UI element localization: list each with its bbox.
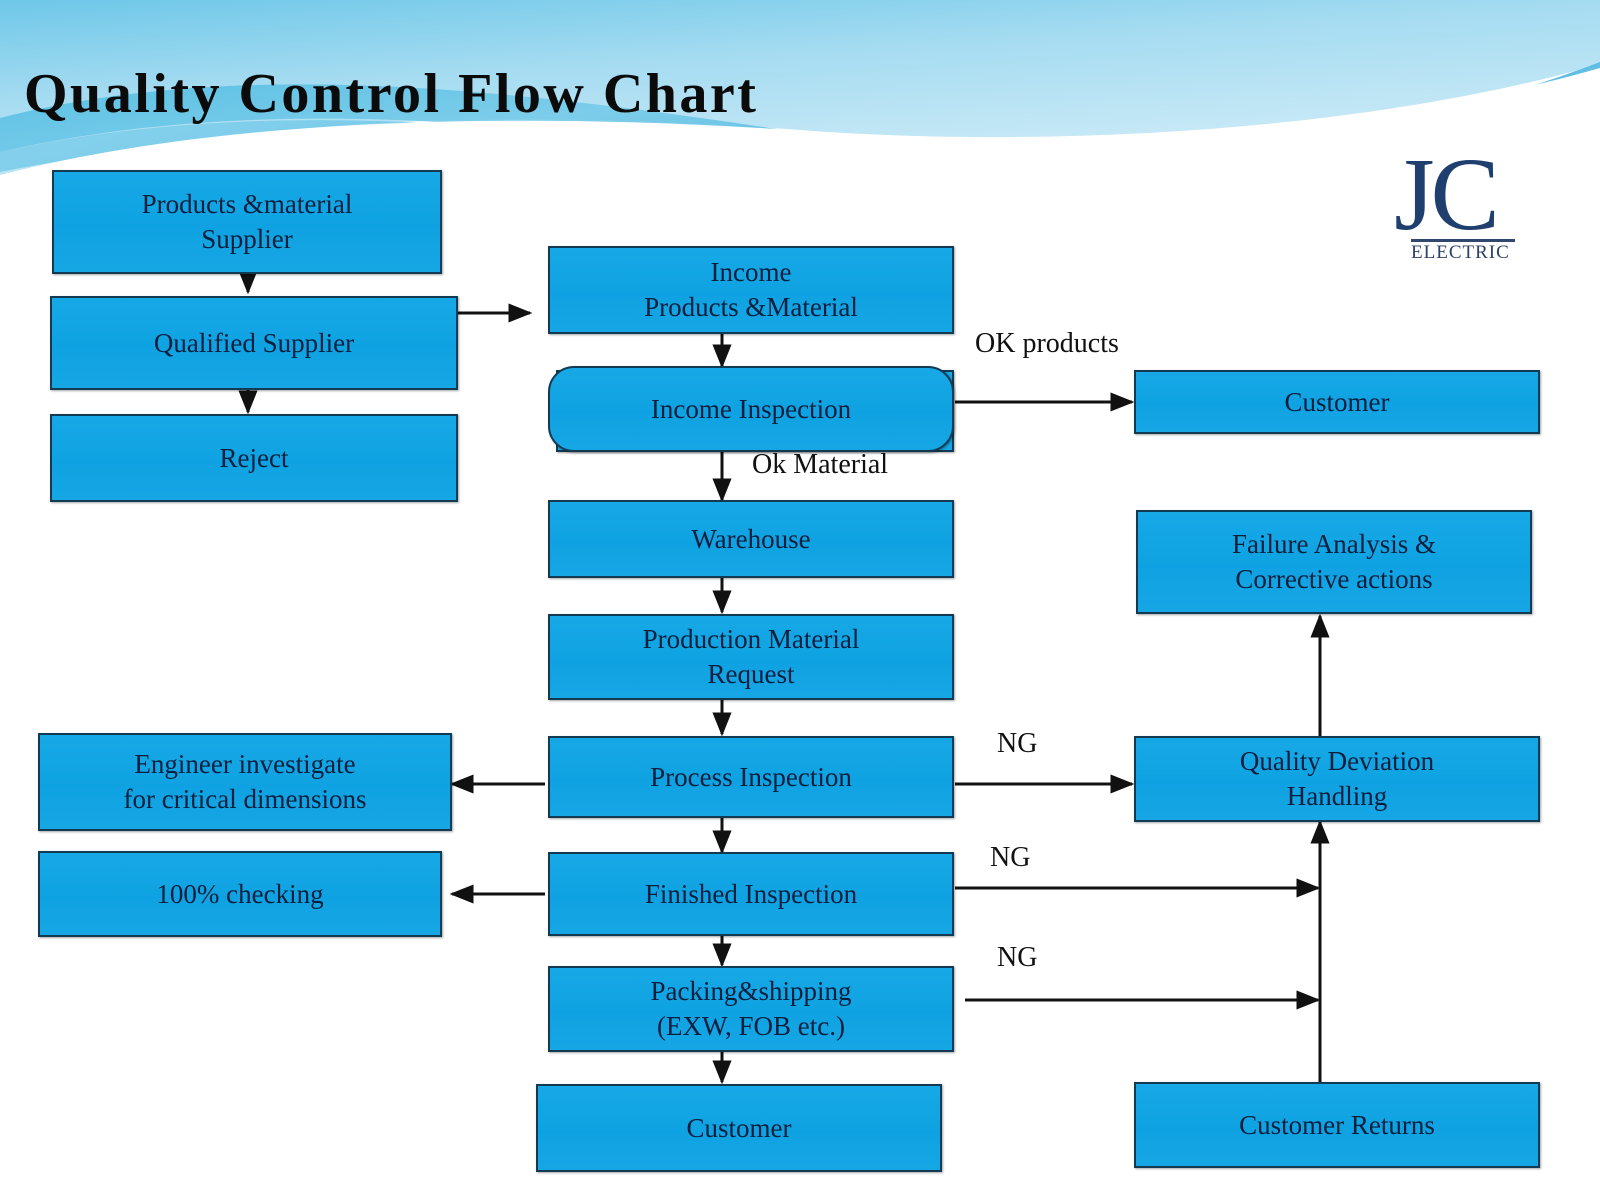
page-title: Quality Control Flow Chart <box>24 63 759 125</box>
logo-mark: JC <box>1394 137 1500 252</box>
node-qualified-supplier[interactable]: Qualified Supplier <box>50 296 458 390</box>
node-line-1: 100% checking <box>156 878 324 909</box>
edge-label-ng-process: NG <box>997 728 1038 759</box>
node-finished-inspection[interactable]: Finished Inspection <box>548 852 954 936</box>
node-line-2: Corrective actions <box>1235 564 1433 594</box>
node-customer-returns[interactable]: Customer Returns <box>1134 1082 1540 1168</box>
node-line-2: Request <box>707 659 795 689</box>
logo: JC ELECTRIC <box>1365 137 1525 285</box>
node-line-1: Customer Returns <box>1239 1109 1435 1140</box>
node-income-products-material[interactable]: Income Products &Material <box>548 246 954 334</box>
node-line-1: Reject <box>219 442 289 473</box>
node-reject[interactable]: Reject <box>50 414 458 502</box>
node-warehouse[interactable]: Warehouse <box>548 500 954 578</box>
node-line-1: Production Material <box>642 624 860 655</box>
edge-label-ng-finished: NG <box>990 842 1031 873</box>
node-production-material-request[interactable]: Production Material Request <box>548 614 954 700</box>
node-line-2: Products &Material <box>644 292 858 322</box>
logo-wordmark: ELECTRIC <box>1411 242 1510 263</box>
node-quality-deviation-handling[interactable]: Quality Deviation Handling <box>1134 736 1540 822</box>
node-line-2: Supplier <box>201 224 293 254</box>
node-line-1: Qualified Supplier <box>153 327 355 358</box>
node-hundred-percent-checking[interactable]: 100% checking <box>38 851 442 937</box>
node-line-1: Engineer investigate <box>134 749 356 780</box>
node-line-1: Warehouse <box>691 523 811 554</box>
edge-label-ng-packing: NG <box>997 942 1038 973</box>
node-line-1: Process Inspection <box>650 761 852 792</box>
edge-label-ok-material: Ok Material <box>752 449 889 480</box>
node-customer-right[interactable]: Customer <box>1134 370 1540 434</box>
node-customer-bottom[interactable]: Customer <box>536 1084 942 1172</box>
node-line-1: Income <box>710 257 792 288</box>
node-line-1: Customer <box>1284 386 1390 417</box>
edge-label-ok-products: OK products <box>975 328 1119 359</box>
node-failure-analysis[interactable]: Failure Analysis & Corrective actions <box>1136 510 1532 614</box>
node-line-2: Handling <box>1286 781 1388 811</box>
node-line-1: Finished Inspection <box>644 878 858 909</box>
logo-divider <box>1411 239 1515 242</box>
node-process-inspection[interactable]: Process Inspection <box>548 736 954 818</box>
node-line-2: for critical dimensions <box>123 784 367 814</box>
node-line-1: Quality Deviation <box>1239 746 1435 777</box>
node-line-1: Failure Analysis & <box>1232 529 1436 560</box>
node-line-1: Customer <box>686 1112 792 1143</box>
node-products-material-supplier[interactable]: Products &material Supplier <box>52 170 442 274</box>
node-packing-shipping[interactable]: Packing&shipping (EXW, FOB etc.) <box>548 966 954 1052</box>
node-line-2: (EXW, FOB etc.) <box>657 1011 845 1041</box>
node-line-1: Income Inspection <box>650 393 852 424</box>
node-line-1: Packing&shipping <box>650 976 852 1007</box>
node-income-inspection[interactable]: Income Inspection <box>548 366 954 452</box>
node-engineer-investigate[interactable]: Engineer investigate for critical dimens… <box>38 733 452 831</box>
node-line-1: Products &material <box>141 189 353 220</box>
